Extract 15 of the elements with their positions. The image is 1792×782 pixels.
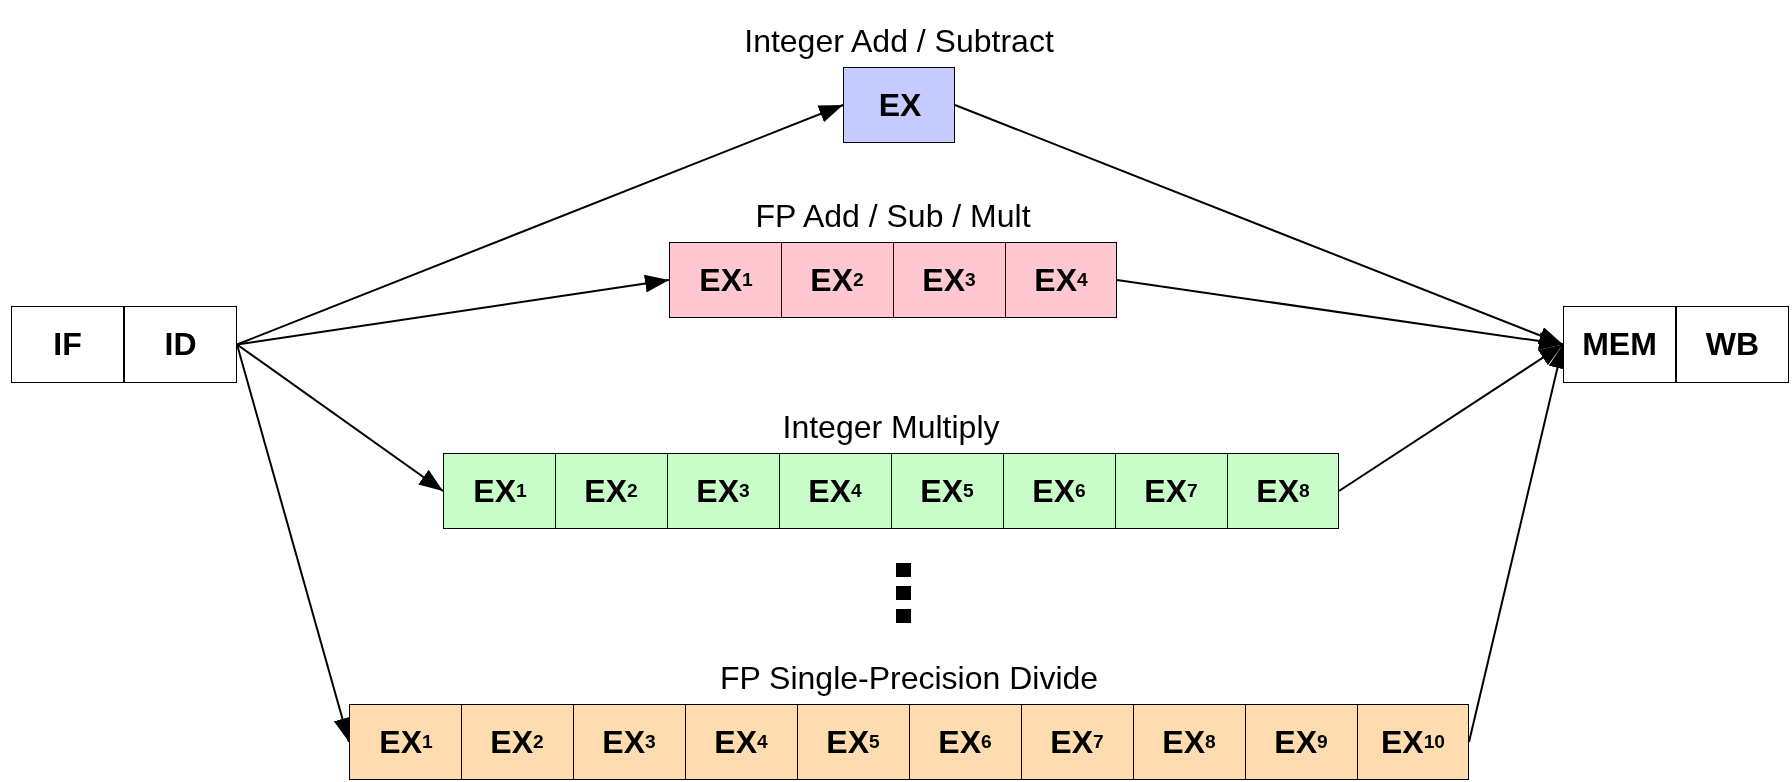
stage-cell: IF [11, 306, 124, 383]
stage-heading: Integer Add / Subtract [744, 23, 1054, 60]
stage-cell: EX [844, 68, 956, 142]
stage-cell: WB [1676, 306, 1789, 383]
arrow [236, 274, 670, 346]
arrow [954, 104, 1564, 346]
stage-cell: MEM [1563, 306, 1676, 383]
arrow [1338, 343, 1564, 492]
stage-heading: FP Add / Sub / Mult [755, 198, 1031, 235]
arrow [236, 343, 444, 492]
stage-heading: FP Single-Precision Divide [719, 660, 1099, 697]
arrow [236, 104, 844, 346]
stage-cell: ID [124, 306, 237, 383]
arrow [1116, 279, 1564, 350]
stage-heading: Integer Multiply [782, 409, 1000, 446]
